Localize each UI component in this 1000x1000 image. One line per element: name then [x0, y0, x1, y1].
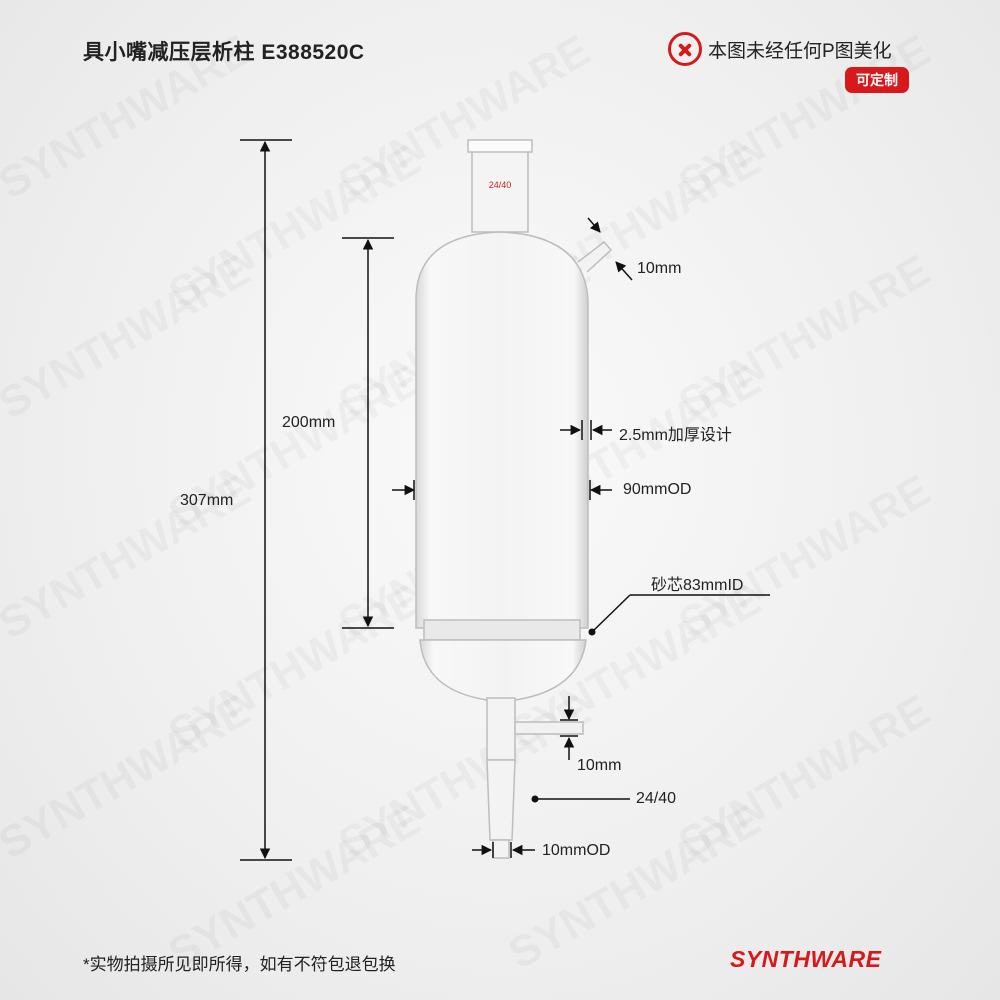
- customizable-badge[interactable]: 可定制: [845, 67, 909, 93]
- chromatography-column: [415, 139, 613, 859]
- brand-logo: SYNTHWARE: [730, 946, 882, 972]
- side-arm-label: 10mm: [577, 757, 622, 774]
- frit-label: 砂芯83mmID: [651, 577, 744, 594]
- total-height-label: 307mm: [180, 492, 234, 509]
- dimension-lines: [240, 139, 770, 861]
- notice-text: 本图未经任何P图美化: [708, 40, 892, 62]
- wall-thickness-label: 2.5mm加厚设计: [619, 427, 732, 444]
- tip-label: 10mmOD: [542, 842, 611, 859]
- no-retouch-notice: 本图未经任何P图美化: [668, 32, 892, 66]
- x-circle-icon: [668, 32, 702, 66]
- top-arm-label: 10mm: [637, 260, 682, 277]
- joint-marking: 24/40: [489, 180, 512, 190]
- page-title: 具小嘴减压层析柱 E388520C: [83, 41, 365, 64]
- body-height-label: 200mm: [282, 414, 336, 431]
- outer-diameter-label: 90mmOD: [623, 481, 692, 498]
- footer-note: *实物拍摄所见即所得，如有不符包退包换: [83, 955, 396, 974]
- bottom-joint-label: 24/40: [636, 790, 677, 807]
